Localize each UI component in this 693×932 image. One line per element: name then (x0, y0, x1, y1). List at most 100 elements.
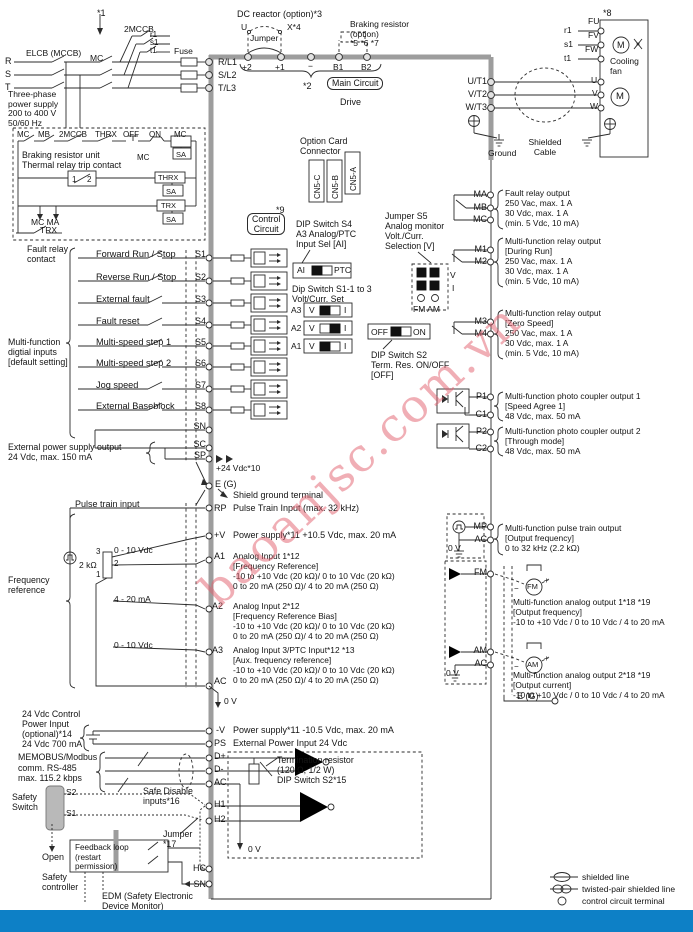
label-jumper-top: Jumper (250, 33, 279, 43)
desc-rp: Pulse Train Input (max. 32 kHz) (233, 503, 360, 513)
monitor-outputs (444, 513, 559, 705)
label-pot-2: 2 (114, 559, 119, 568)
label-memobus: MEMOBUS/Modbus comm. RS-485 max. 115.2 k… (18, 752, 98, 783)
desc-a3: Analog Input 3/PTC Input*12 *13 [Aux. fr… (233, 645, 395, 685)
note-1: *1 (97, 8, 106, 18)
label-pot-1: 1 (96, 570, 101, 579)
legend-twisted: twisted-pair shielded line (582, 884, 676, 894)
term-plus1: +1 (275, 62, 285, 72)
desc-plusv: Power supply*11 +10.5 Vdc, max. 20 mA (233, 530, 397, 540)
term-sp: SP (193, 450, 206, 460)
label-open: Open (42, 852, 65, 862)
label-trx-contact: TRX (40, 225, 57, 235)
label-4-20ma: 4 - 20 mA (114, 594, 151, 604)
term-sn: SN (193, 421, 206, 431)
label-0-10vdc-a: 0 - 10 Vdc (114, 545, 153, 555)
label-shielded-cable: Shielded Cable (528, 137, 562, 157)
label-t1-top: t1 (150, 46, 157, 55)
label-termination: Termination resistor (120 Ω, 1/2 W) DIP … (277, 755, 354, 785)
label-cn5-c: CN5-C (313, 174, 322, 199)
label-drive: Drive (340, 97, 362, 107)
label-a3-sw: A3 (291, 305, 302, 315)
ground-icon (581, 139, 593, 147)
term-s2: S2 (194, 272, 206, 282)
label-2mccb-b: 2MCCB (59, 130, 88, 139)
label-three-phase: Three-phase power supply 200 to 400 V 50… (8, 89, 59, 128)
desc-photo-1: Multi-function photo coupler output 1 [S… (505, 391, 641, 421)
label-off-sw: OFF (371, 327, 388, 337)
label-off: OFF (123, 130, 139, 139)
term-c2: C2 (475, 443, 487, 453)
note-2: *2 (303, 81, 312, 91)
note-8: *8 (603, 8, 612, 18)
label-u-reactor: U (241, 22, 248, 32)
input-jog: Jog speed (96, 380, 139, 390)
label-am-plus: + (544, 654, 549, 663)
term-m2: M2 (474, 256, 487, 266)
label-ext-power-supply: External power supply output 24 Vdc, max… (8, 442, 122, 462)
label-jumper-s5: Jumper S5 Analog monitor Volt./Curr. Sel… (385, 211, 445, 251)
legend-shielded: shielded line (582, 872, 630, 882)
desc-analog-out-1: Multi-function analog output 1*18 *19 [O… (513, 597, 665, 627)
label-s2-switch: S2 (66, 787, 77, 797)
term-s5: S5 (194, 337, 206, 347)
term-s4: S4 (194, 316, 206, 326)
label-safety-controller: Safety controller (42, 872, 79, 892)
label-mc-contactor: MC (90, 53, 104, 63)
diagram-wires (12, 14, 649, 906)
term-h1: H1 (214, 799, 226, 809)
fm-meter-icon (525, 578, 543, 596)
term-hc: HC (193, 863, 206, 873)
term-fu: FU (588, 16, 600, 26)
frequency-reference (63, 489, 221, 708)
term-v-t2: V/T2 (467, 89, 487, 99)
term-ps: PS (214, 738, 227, 748)
shielded-cable-icon (514, 67, 576, 123)
label-r1-fan: r1 (564, 25, 572, 35)
term-rp: RP (214, 503, 227, 513)
label-edm: EDM (Safety Electronic Device Monitor) (102, 891, 193, 911)
label-on-sw: ON (413, 327, 426, 337)
term-c1: C1 (475, 409, 487, 419)
label-0v-1: 0 V (224, 696, 237, 706)
term-b2: B2 (361, 62, 372, 72)
label-safe-disable: Safe Disable inputs*16 (143, 786, 193, 806)
label-fault-relay-contact: Fault relay contact (27, 244, 69, 264)
label-control-circuit: Control Circuit (247, 213, 286, 235)
desc-photo-2: Multi-function photo coupler output 2 [T… (505, 426, 641, 456)
label-sa-1: SA (176, 150, 187, 159)
term-s3: S3 (194, 294, 206, 304)
label-shield-ground: Shield ground terminal (233, 490, 324, 500)
label-multifunction-inputs: Multi-function digtial inputs [default s… (8, 337, 68, 367)
legend-symbols (550, 872, 578, 906)
term-mp: MP (473, 521, 488, 531)
term-s-l2: S/L2 (218, 70, 237, 80)
term-minusv: -V (216, 725, 225, 735)
term-r-l1: R/L1 (218, 57, 238, 67)
label-freq-ref: Frequency reference (8, 575, 50, 595)
label-a2-v: V (309, 323, 315, 333)
label-s1-top: s1 (150, 38, 159, 47)
term-p2: P2 (475, 426, 487, 436)
label-a2-i: I (344, 323, 347, 333)
label-2mccb: 2MCCB (124, 24, 154, 34)
label-ai: AI (297, 265, 306, 275)
photo-coupler-outputs (436, 388, 504, 457)
jumper-s5-block (411, 251, 449, 311)
term-ac-3: AC (474, 534, 487, 544)
label-sw1: 1 (72, 175, 77, 184)
label-0v-2: 0 V (248, 844, 261, 854)
motor-icon (610, 87, 630, 107)
relay-outputs (451, 189, 504, 360)
label-24vdc-ctrl: 24 Vdc Control Power Input (optional)*14… (22, 709, 83, 749)
desc-analog-out-2: Multi-function analog output 2*18 *19 [O… (513, 670, 665, 700)
term-m1: M1 (474, 244, 487, 254)
legend-terminal: control circuit terminal (582, 896, 665, 906)
label-on: ON (149, 130, 161, 139)
label-a1-i: I (344, 341, 347, 351)
term-sc: SC (193, 439, 206, 449)
dc-bus-terminals (239, 26, 382, 79)
term-ac-2: AC (214, 777, 227, 787)
label-cooling-fan: Cooling fan (610, 56, 639, 76)
